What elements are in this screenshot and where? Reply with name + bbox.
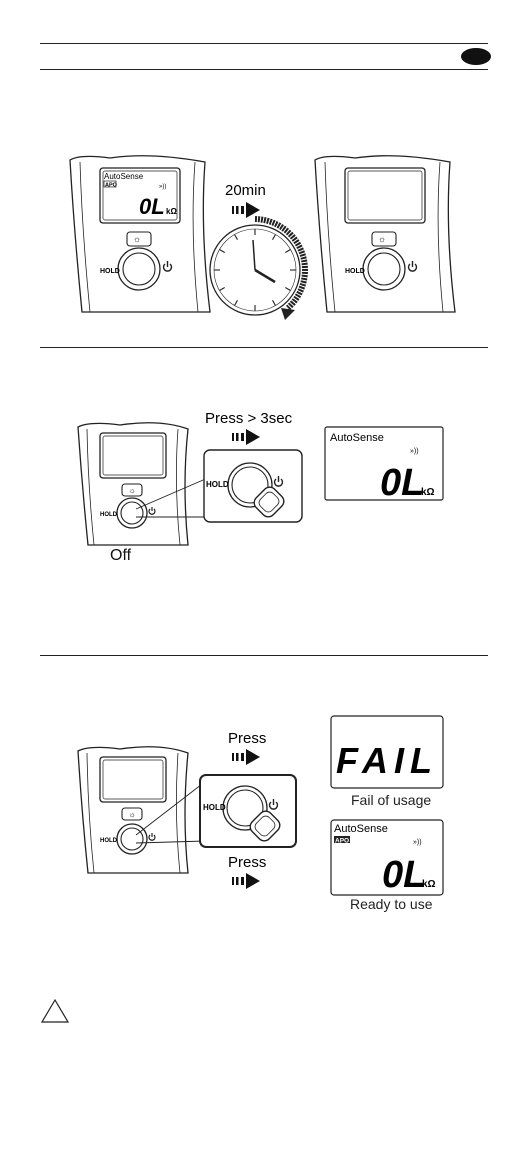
- lcd-brand-1: AutoSense: [104, 172, 144, 181]
- striped-arrow-icon: [232, 429, 260, 445]
- warning-triangle-icon: [40, 998, 70, 1024]
- clock-icon: [210, 219, 305, 320]
- striped-arrow-icon: [232, 749, 260, 765]
- figure-manual-off: ☼ HOLD HOLD Press > 3sec AutoSense »)) 0…: [70, 405, 460, 570]
- hold-label-1: HOLD: [100, 268, 120, 275]
- language-badge: [461, 48, 491, 65]
- press-label-bottom: Press: [228, 854, 266, 871]
- ready-caption: Ready to use: [350, 896, 433, 912]
- section-rule-3: [40, 655, 488, 656]
- svg-text:☼: ☼: [128, 486, 135, 495]
- figure-self-test: ☼ HOLD HOLD Press Press FAIL AutoSense A…: [70, 715, 460, 915]
- lcd-unit-2: kΩ: [421, 487, 435, 498]
- lcd-brand-3: AutoSense: [334, 823, 388, 835]
- meter-bottom: ☼: [78, 747, 188, 873]
- meter-right: ☼: [315, 156, 455, 312]
- hold-label-2a: HOLD: [100, 512, 118, 518]
- time-label: 20min: [225, 182, 266, 199]
- hold-label-3a: HOLD: [100, 838, 118, 844]
- section-rule-2: [40, 347, 488, 348]
- lcd-apo-1: APO: [105, 183, 118, 189]
- svg-text:»)): »)): [413, 839, 422, 846]
- svg-text:☼: ☼: [128, 810, 135, 819]
- lcd-brand-2: AutoSense: [330, 432, 384, 444]
- figure-auto-power-off: ☼ AutoSense APO »)) 0L kΩ HOLD 20min: [60, 150, 460, 325]
- lcd-unit-1: kΩ: [166, 207, 177, 216]
- striped-arrow-icon: [232, 873, 260, 889]
- meter-middle: ☼: [78, 423, 188, 545]
- beeper-icon: »)): [159, 184, 166, 190]
- hold-label-2b: HOLD: [206, 480, 229, 489]
- sun-icon: ☼: [133, 234, 141, 244]
- header-rule-top: [40, 43, 488, 44]
- svg-text:☼: ☼: [378, 234, 386, 244]
- svg-text:»)): »)): [410, 448, 419, 455]
- lcd-reading-3: 0L: [382, 854, 426, 896]
- press-label-top: Press: [228, 730, 266, 747]
- striped-arrow-icon: [232, 202, 260, 218]
- press-3sec-label: Press > 3sec: [205, 410, 293, 427]
- hold-label-1b: HOLD: [345, 268, 365, 275]
- off-label: Off: [110, 547, 131, 565]
- lcd-reading-1: 0L: [139, 194, 165, 219]
- lcd-unit-3: kΩ: [422, 879, 436, 890]
- hold-label-3b: HOLD: [203, 803, 226, 812]
- lcd-reading-2: 0L: [380, 462, 424, 504]
- fail-caption: Fail of usage: [351, 792, 431, 808]
- lcd-fail-text: FAIL: [336, 740, 438, 781]
- header-rule-bottom: [40, 69, 488, 70]
- lcd-apo-3: APO: [335, 838, 349, 845]
